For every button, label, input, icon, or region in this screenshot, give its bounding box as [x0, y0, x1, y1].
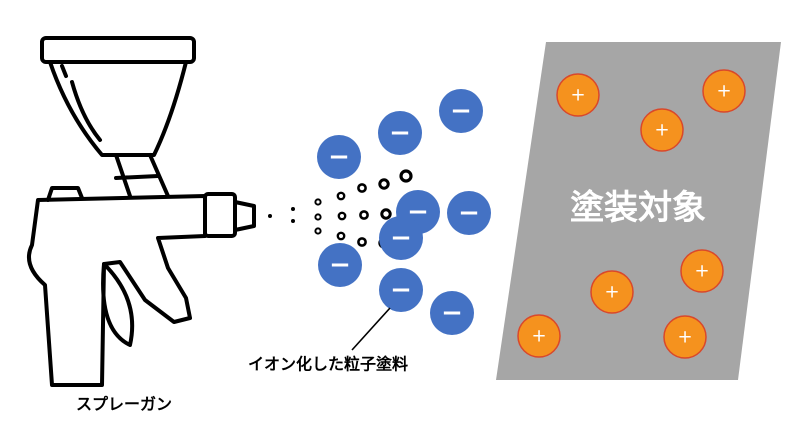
- svg-text:−: −: [389, 118, 411, 148]
- svg-text:+: +: [604, 282, 619, 303]
- svg-text:−: −: [328, 142, 350, 172]
- mist-ring: [314, 213, 322, 221]
- gun-body-and-handle: [27, 194, 207, 387]
- svg-text:+: +: [677, 327, 692, 348]
- mist-dot: [291, 219, 295, 223]
- negative-particle: −: [379, 216, 423, 260]
- mist-dot: [291, 207, 295, 211]
- mist-ring: [378, 178, 390, 190]
- positive-particle: +: [663, 315, 707, 359]
- svg-text:+: +: [570, 85, 585, 106]
- mist-ring: [314, 227, 322, 235]
- mist-ring: [357, 237, 367, 247]
- paint-cup-lid: [40, 36, 196, 64]
- svg-text:−: −: [329, 250, 351, 280]
- mist-ring: [314, 198, 322, 206]
- positive-particle: +: [590, 270, 634, 314]
- gun-nozzle-housing: [203, 192, 237, 238]
- positive-particle: +: [702, 69, 746, 113]
- mist-ring: [359, 210, 369, 220]
- paint-cup-highlight: [70, 80, 102, 142]
- mist-ring: [336, 231, 346, 241]
- negative-particle: −: [317, 135, 361, 179]
- svg-text:−: −: [450, 96, 472, 126]
- negative-particle: −: [430, 291, 474, 335]
- mist-ring: [380, 208, 392, 220]
- paint-cup-neck-ring: [114, 174, 160, 180]
- target-label: 塗装対象: [570, 188, 706, 228]
- mist-ring: [357, 183, 367, 193]
- negative-particle: −: [378, 111, 422, 155]
- svg-text:+: +: [694, 261, 709, 282]
- spray-gun-icon: [27, 36, 256, 387]
- svg-text:−: −: [390, 275, 412, 305]
- positive-particle: +: [556, 73, 600, 117]
- svg-text:+: +: [531, 326, 546, 347]
- negative-particle: −: [379, 268, 423, 312]
- positive-particle: +: [517, 314, 561, 358]
- negative-particle: −: [447, 191, 491, 235]
- mist-ring: [399, 169, 413, 183]
- negative-particle: −: [439, 89, 483, 133]
- paint-cup-body: [48, 60, 188, 157]
- mist-ring: [337, 211, 347, 221]
- svg-text:−: −: [458, 198, 480, 228]
- positive-particles: + + + + + + +: [517, 69, 746, 359]
- gun-trigger: [101, 262, 135, 347]
- ionized-paint-leader-line: [351, 307, 391, 351]
- positive-particle: +: [640, 108, 684, 152]
- mist-dot: [268, 214, 272, 218]
- mist-ring: [336, 191, 346, 201]
- svg-text:−: −: [390, 223, 412, 253]
- svg-text:+: +: [716, 81, 731, 102]
- ionized-paint-label: イオン化した粒子塗料: [248, 355, 408, 374]
- gun-rear-knob: [46, 186, 84, 202]
- paint-cup-highlight-tick: [60, 64, 68, 78]
- svg-text:+: +: [654, 120, 669, 141]
- positive-particle: +: [680, 249, 724, 293]
- svg-text:−: −: [441, 298, 463, 328]
- negative-particles: − − − − − − − − −: [317, 89, 491, 335]
- paint-target-surface: [496, 42, 781, 380]
- spray-gun-label: スプレーガン: [76, 395, 172, 414]
- negative-particle: −: [318, 243, 362, 287]
- gun-nozzle-tip: [233, 200, 256, 232]
